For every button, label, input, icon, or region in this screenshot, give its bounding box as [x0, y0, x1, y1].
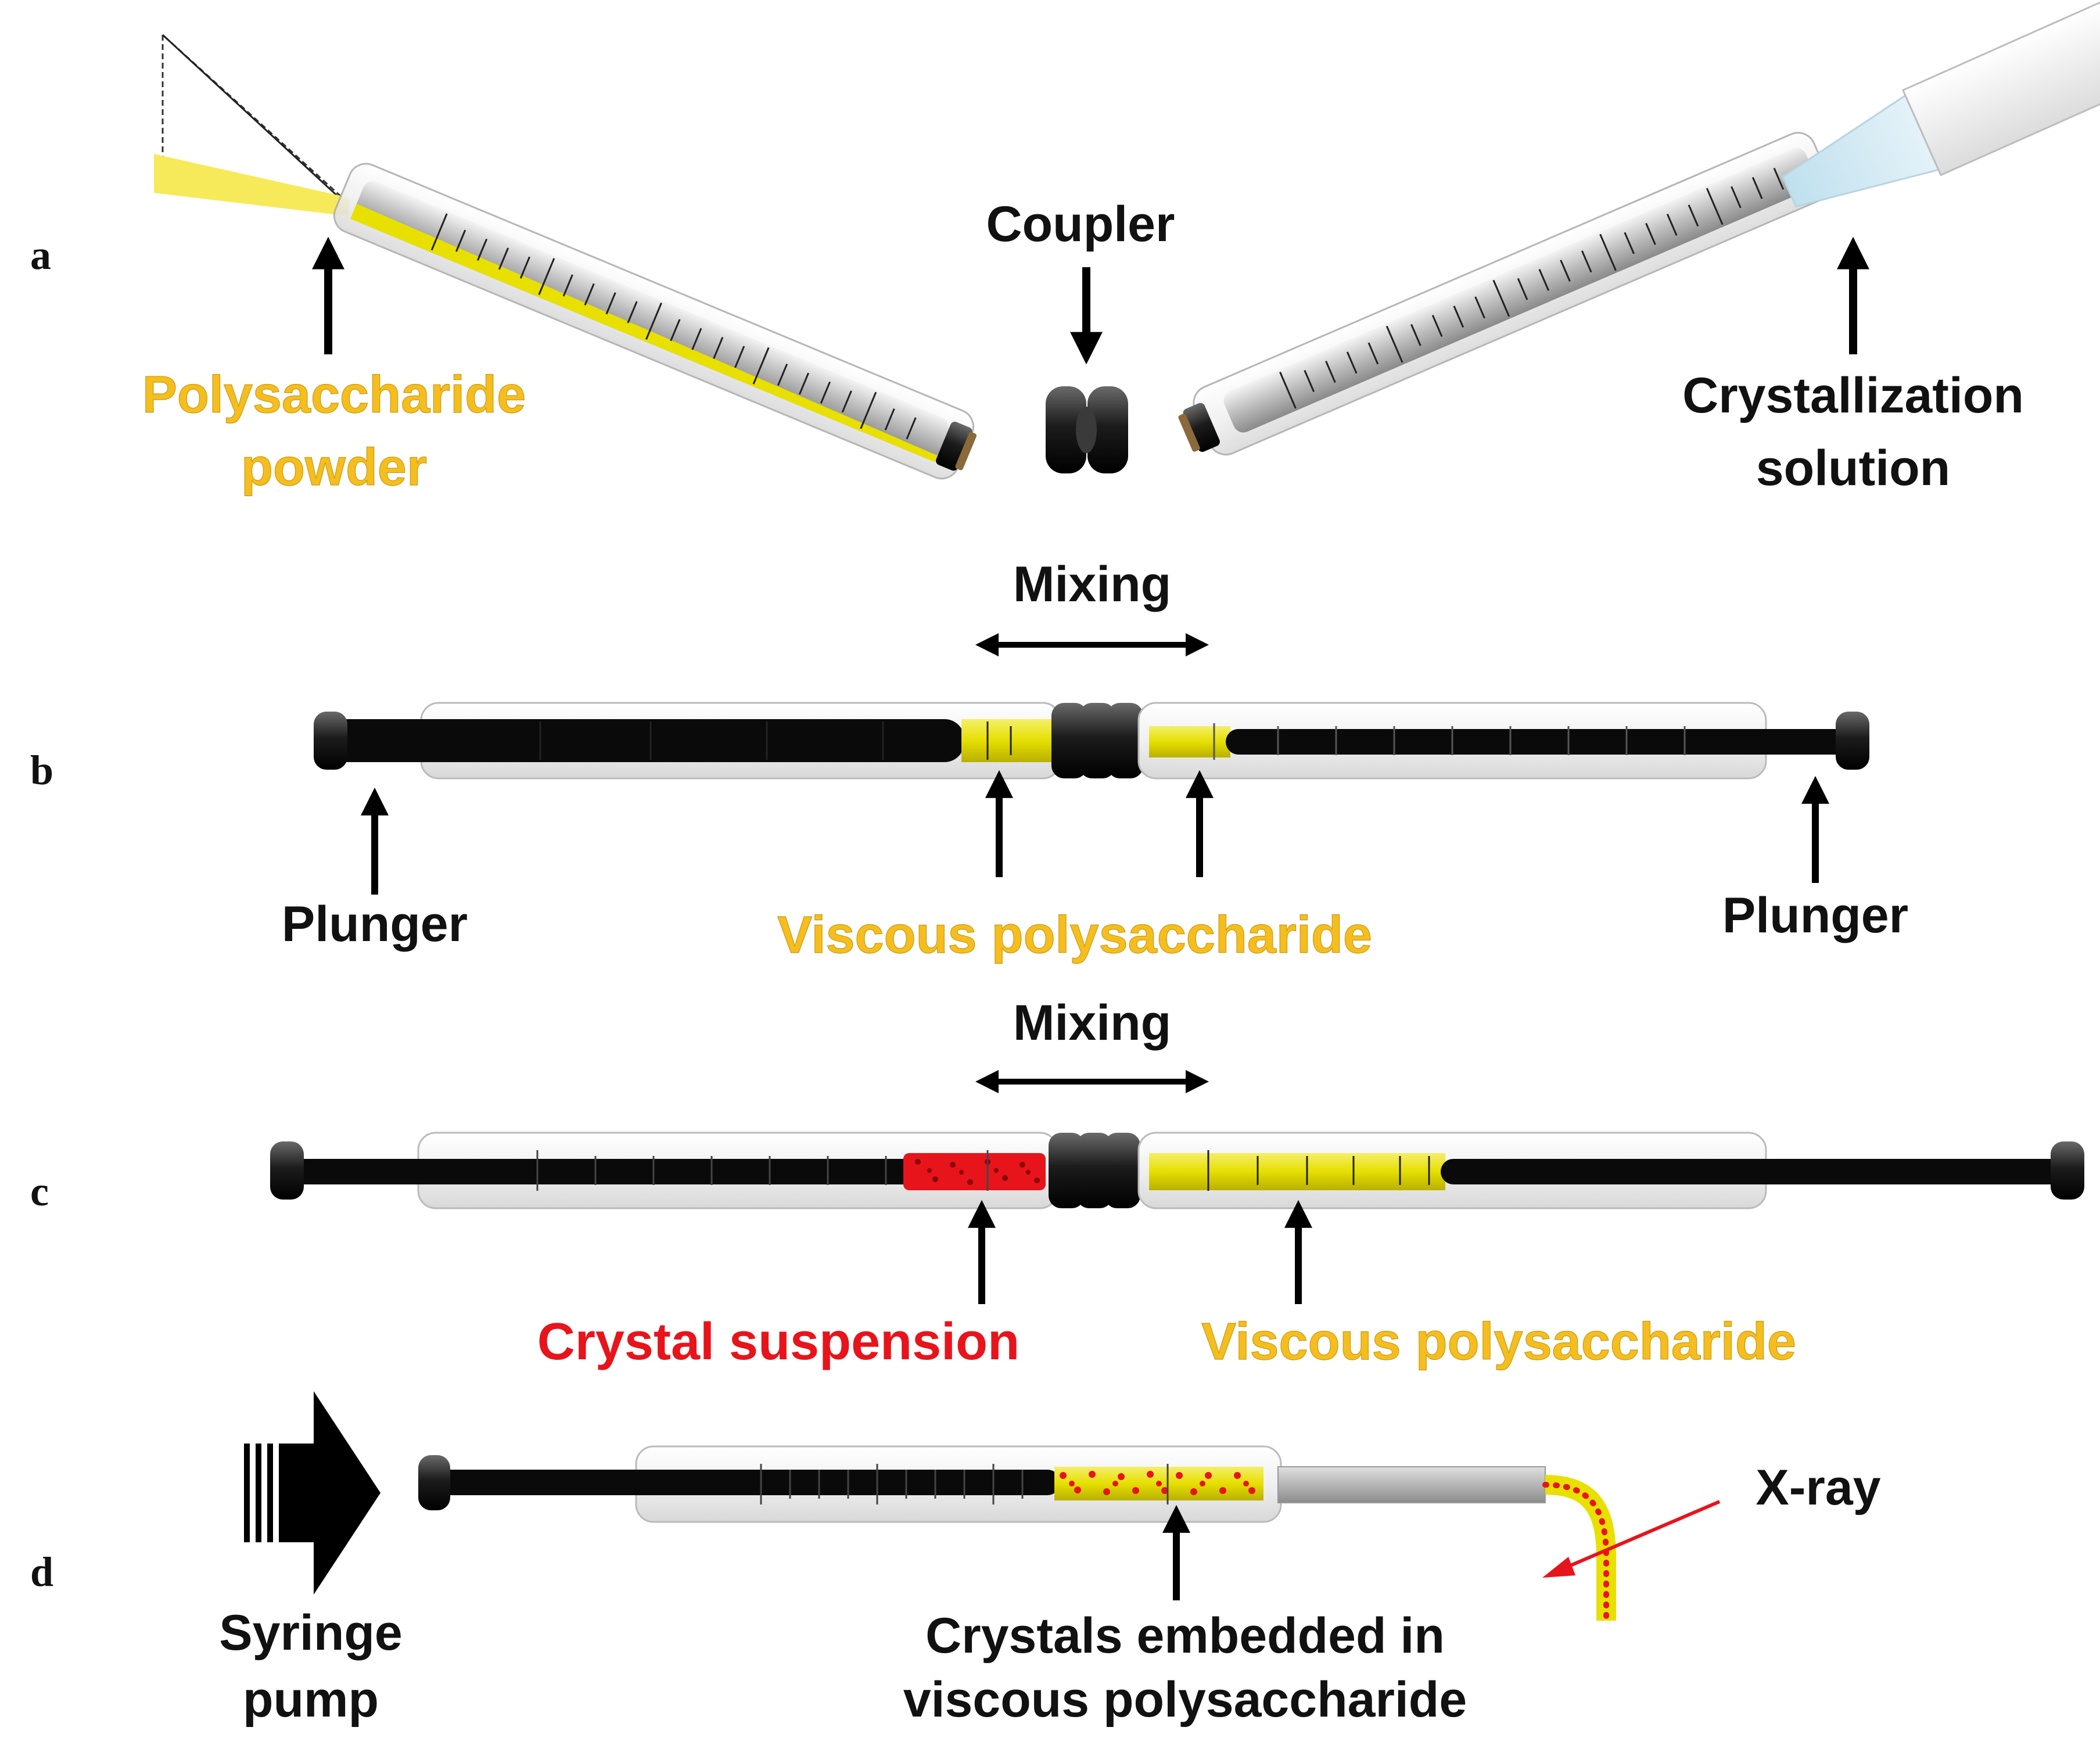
panel-c: c Mixing	[30, 995, 2084, 1371]
powder-label-line2: powder	[241, 439, 427, 497]
mixing-label-c: Mixing	[1013, 995, 1171, 1051]
right-plunger-c	[2051, 1141, 2084, 1200]
graduation-ticks	[536, 1150, 989, 1191]
embedded-label-line1: Crystals embedded in	[925, 1608, 1445, 1664]
left-plunger-b	[314, 712, 347, 770]
xray-beam	[1556, 1500, 1721, 1573]
crystal-dots-c	[915, 1159, 1040, 1185]
needle-d	[1277, 1466, 1546, 1503]
powder-funnel	[154, 33, 351, 216]
left-plunger-rod-c	[288, 1159, 938, 1184]
panel-a: a	[30, 0, 2100, 497]
xray-beam-head	[1542, 1557, 1575, 1578]
graduation-ticks	[1207, 1150, 1430, 1191]
plunger-d	[418, 1455, 450, 1510]
coupler-b	[1051, 703, 1143, 778]
left-yellow-b	[961, 719, 1051, 762]
embedded-label-line2: viscous polysaccharide	[903, 1672, 1467, 1728]
viscous-label-b: Viscous polysaccharide	[777, 906, 1372, 964]
mixing-label-b: Mixing	[1013, 556, 1171, 612]
plunger-rod-d	[433, 1470, 1060, 1495]
panel-letter-b: b	[30, 747, 53, 793]
coupler-label: Coupler	[986, 196, 1175, 252]
left-plunger-rod-b	[325, 719, 964, 762]
graduation-ticks	[430, 213, 917, 440]
panel-letter-c: c	[30, 1168, 49, 1215]
left-plunger-c	[270, 1141, 304, 1200]
crystal-label-c: Crystal suspension	[537, 1313, 1020, 1371]
graduation-ticks	[760, 1464, 1169, 1505]
xray-label: X-ray	[1756, 1460, 1880, 1516]
pump-label-line2: pump	[243, 1672, 379, 1728]
right-yellow-b	[1149, 726, 1230, 757]
right-plunger-b	[1836, 712, 1869, 770]
coupler-c	[1049, 1133, 1140, 1208]
right-plunger-rod-b	[1226, 729, 1859, 755]
pump-label-line1: Syringe	[219, 1605, 402, 1661]
pipette	[1781, 0, 2100, 208]
panel-letter-a: a	[30, 232, 51, 278]
viscous-label-c: Viscous polysaccharide	[1201, 1313, 1796, 1371]
graduation-ticks	[539, 721, 1012, 760]
right-yellow-c	[1149, 1153, 1445, 1190]
crystal-dots-d	[1060, 1471, 1255, 1495]
left-syringe-a	[333, 163, 977, 480]
extruded-stream	[1545, 1475, 1616, 1621]
panel-letter-d: d	[30, 1549, 53, 1595]
solution-label-line2: solution	[1756, 440, 1950, 496]
graduation-ticks	[1279, 167, 1785, 409]
right-plunger-rod-c	[1441, 1159, 2068, 1184]
panel-d: d Syringe pump	[30, 1391, 1881, 1728]
solution-label-line1: Crystallization	[1682, 368, 2024, 423]
plunger-label-right: Plunger	[1722, 888, 1908, 943]
graduation-ticks	[1213, 723, 1686, 760]
plunger-label-left: Plunger	[282, 896, 468, 952]
crystal-suspension-fill	[903, 1153, 1046, 1190]
panel-b: b Mixing	[30, 556, 1908, 965]
coupler	[1046, 386, 1128, 473]
powder-label-line1: Polysaccharide	[142, 366, 526, 424]
syringe-pump-arrow	[244, 1391, 380, 1595]
